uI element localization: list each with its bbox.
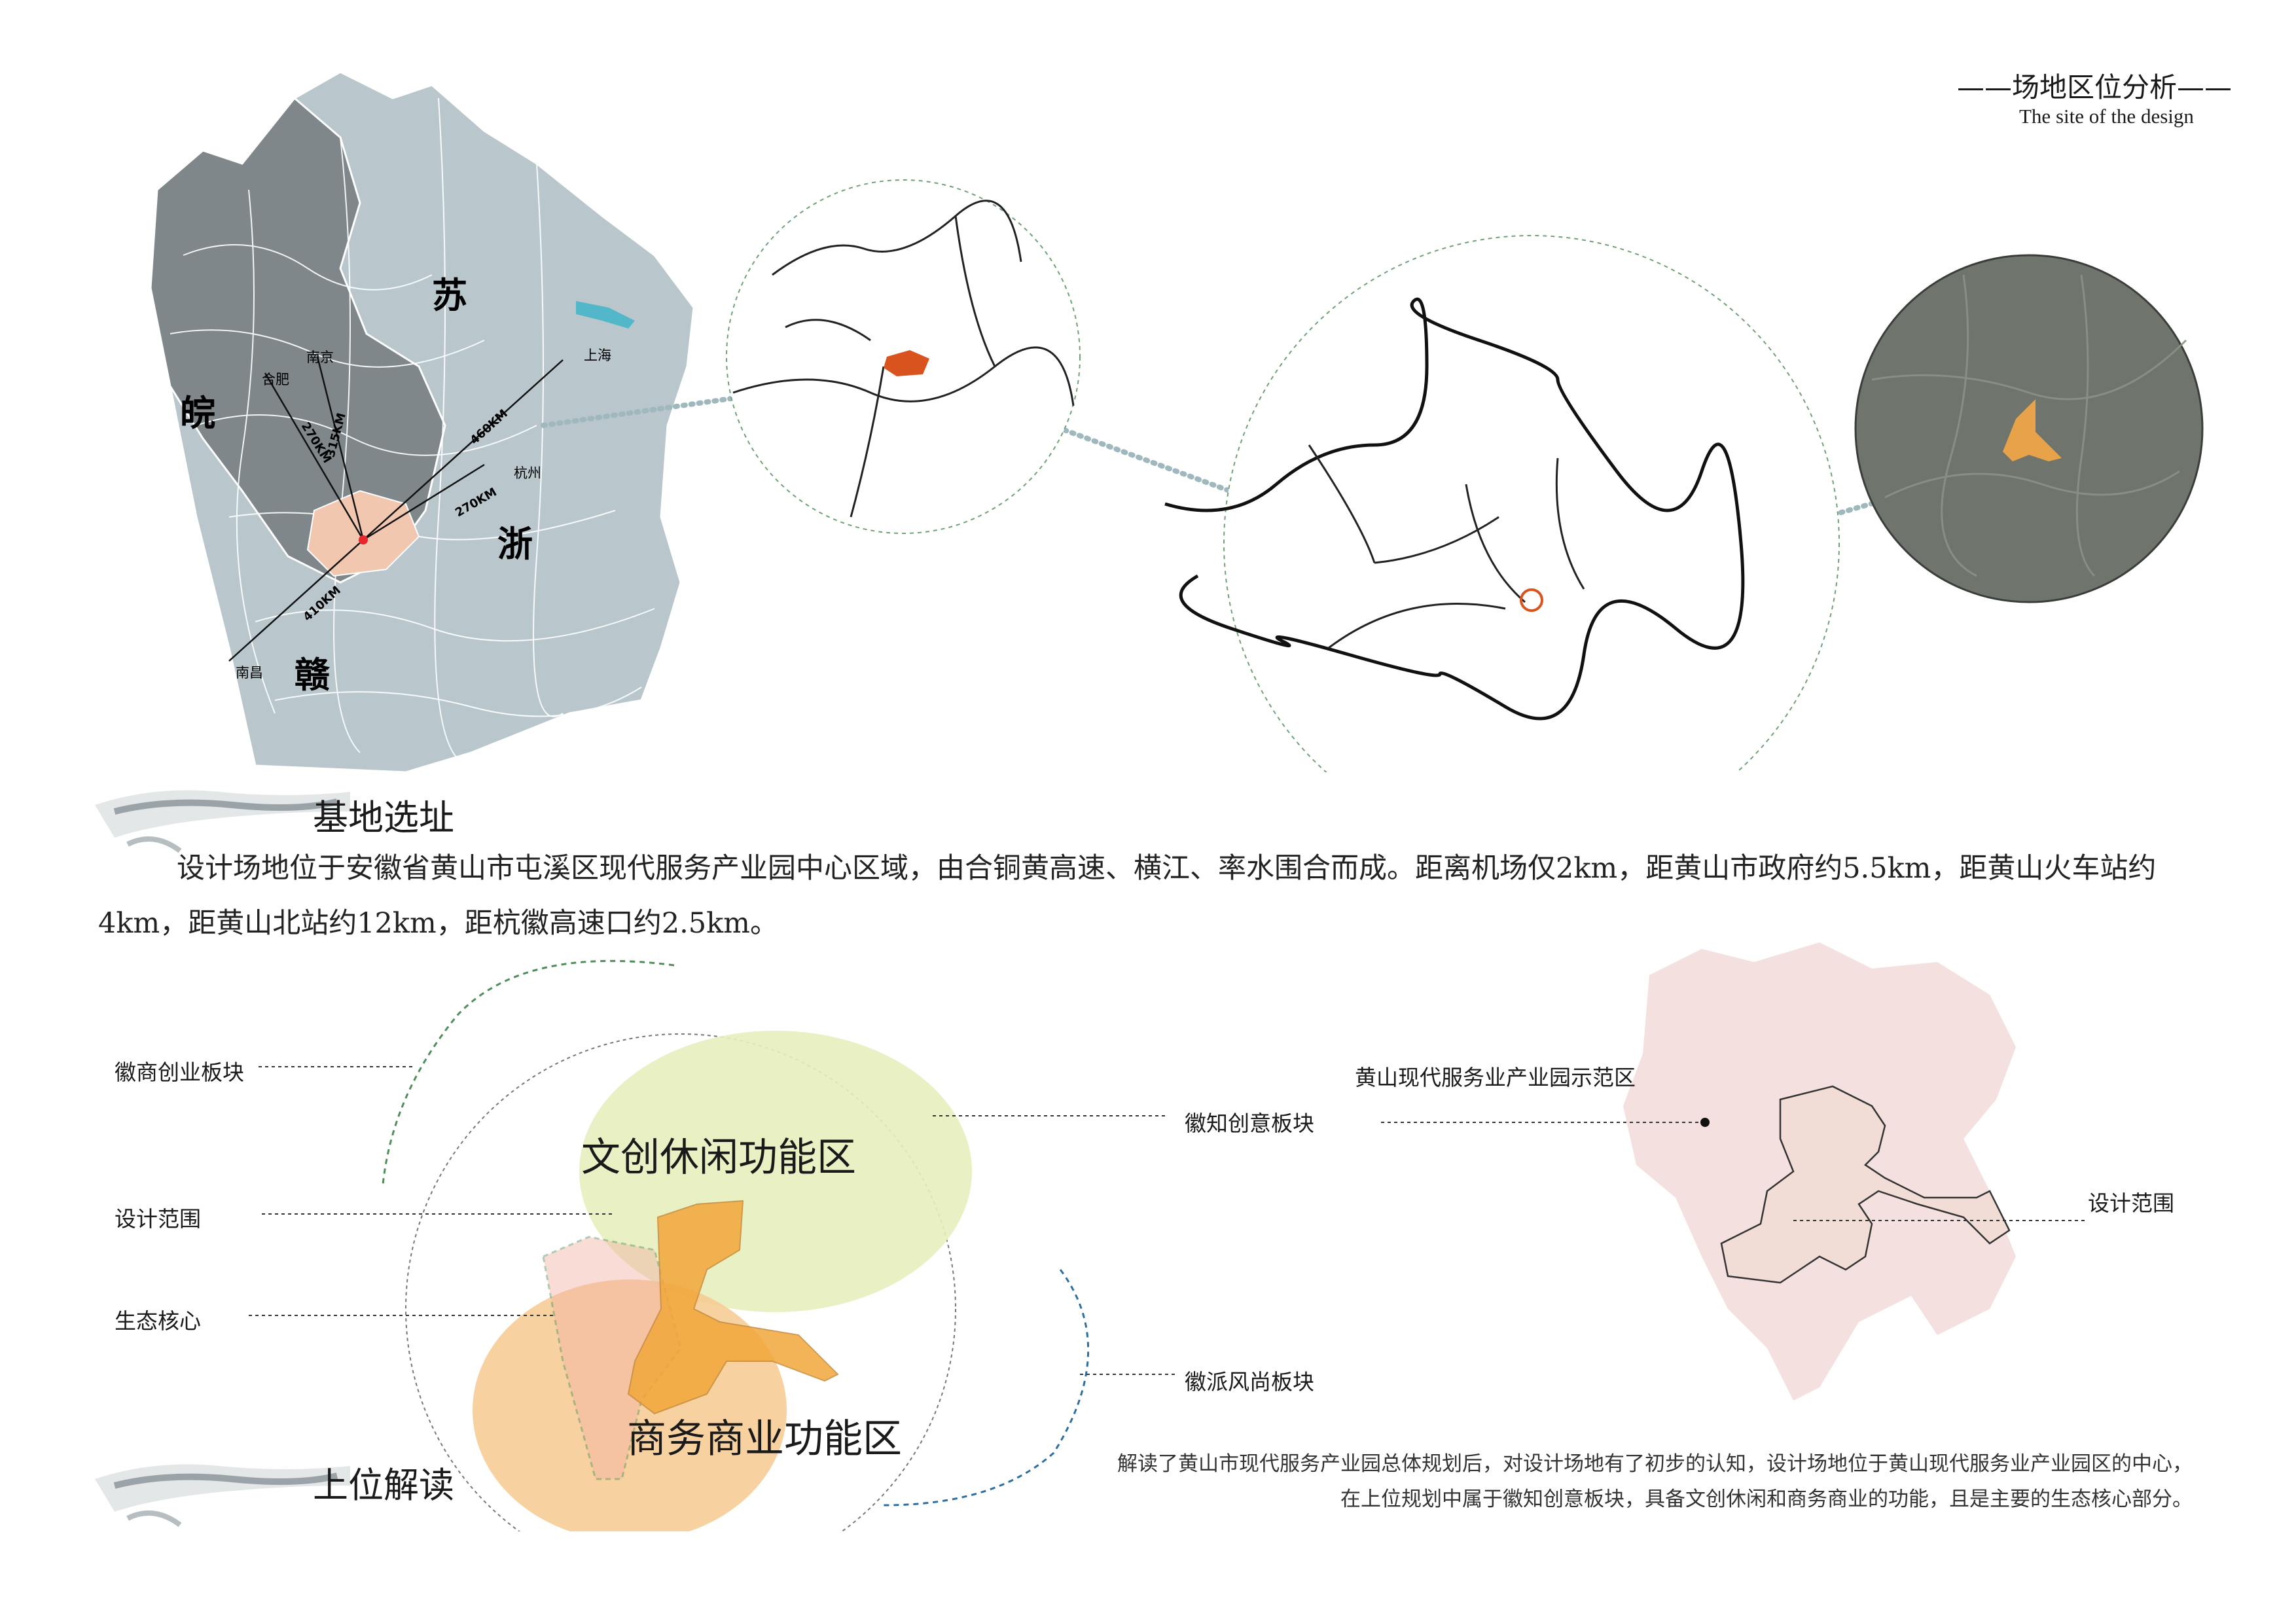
label-design-scope: 设计范围 bbox=[115, 1206, 201, 1232]
park-boundary bbox=[1720, 1085, 2011, 1284]
label-shangwu-zone: 商务商业功能区 bbox=[627, 1416, 902, 1462]
city-nanjing: 南京 bbox=[306, 349, 334, 365]
province-su: 苏 bbox=[432, 275, 467, 316]
site-marker-circle bbox=[1520, 588, 1543, 612]
design-scope-shape bbox=[627, 1200, 839, 1415]
label-eco-core: 生态核心 bbox=[115, 1308, 201, 1334]
label-design-scope-right: 设计范围 bbox=[2088, 1190, 2174, 1216]
zoom-circle-city bbox=[1223, 235, 1840, 772]
province-zhe: 浙 bbox=[497, 524, 533, 565]
river-decoration-1 bbox=[95, 790, 350, 853]
page-subtitle: The site of the design bbox=[2019, 105, 2194, 128]
arc-green bbox=[382, 959, 675, 1185]
label-huizhi: 徽知创意板块 bbox=[1185, 1111, 1314, 1136]
province-gan: 赣 bbox=[295, 654, 331, 696]
planning-circle bbox=[405, 1033, 956, 1531]
city-hefei: 合肥 bbox=[262, 372, 289, 387]
section-title-planning: 上位解读 bbox=[313, 1465, 454, 1506]
city-nanchang: 南昌 bbox=[236, 665, 263, 681]
planning-diagram bbox=[249, 959, 1178, 1531]
label-wenchuang-zone: 文创休闲功能区 bbox=[581, 1135, 856, 1181]
huangshan-region-shape bbox=[884, 350, 929, 376]
planning-text: 解读了黄山市现代服务产业园总体规划后，对设计场地有了初步的认知，设计场地位于黄山… bbox=[1117, 1452, 2193, 1511]
label-park-scope: 黄山现代服务业产业园示范区 bbox=[1355, 1065, 1636, 1090]
zoom-sequence bbox=[541, 179, 2204, 772]
site-dot bbox=[359, 535, 368, 544]
site-shape bbox=[2003, 399, 2062, 461]
label-huishang: 徽商创业板块 bbox=[115, 1060, 244, 1085]
river-decoration-2 bbox=[95, 1464, 350, 1527]
huangshan-area bbox=[306, 490, 420, 577]
river-shape bbox=[576, 301, 635, 329]
province-wan: 皖 bbox=[180, 393, 215, 434]
city-boundary bbox=[1164, 297, 1745, 721]
eco-core-zone bbox=[542, 1236, 682, 1480]
region-map: 苏 皖 浙 赣 南京 合肥 上海 杭州 南昌 315KM 270KM 460KM… bbox=[149, 71, 695, 774]
section-title-site-selection: 基地选址 bbox=[313, 797, 454, 838]
park-map bbox=[1381, 942, 2088, 1400]
city-shanghai: 上海 bbox=[584, 348, 611, 363]
anhui-region bbox=[149, 96, 446, 584]
site-selection-text: 设计场地位于安徽省黄山市屯溪区现代服务产业园中心区域，由合铜黄高速、横江、率水围… bbox=[98, 852, 2157, 940]
label-huipai: 徽派风尚板块 bbox=[1185, 1369, 1314, 1395]
page-title: ——场地区位分析—— bbox=[1957, 71, 2233, 103]
arc-blue bbox=[883, 1269, 1089, 1507]
city-hangzhou: 杭州 bbox=[514, 465, 541, 481]
